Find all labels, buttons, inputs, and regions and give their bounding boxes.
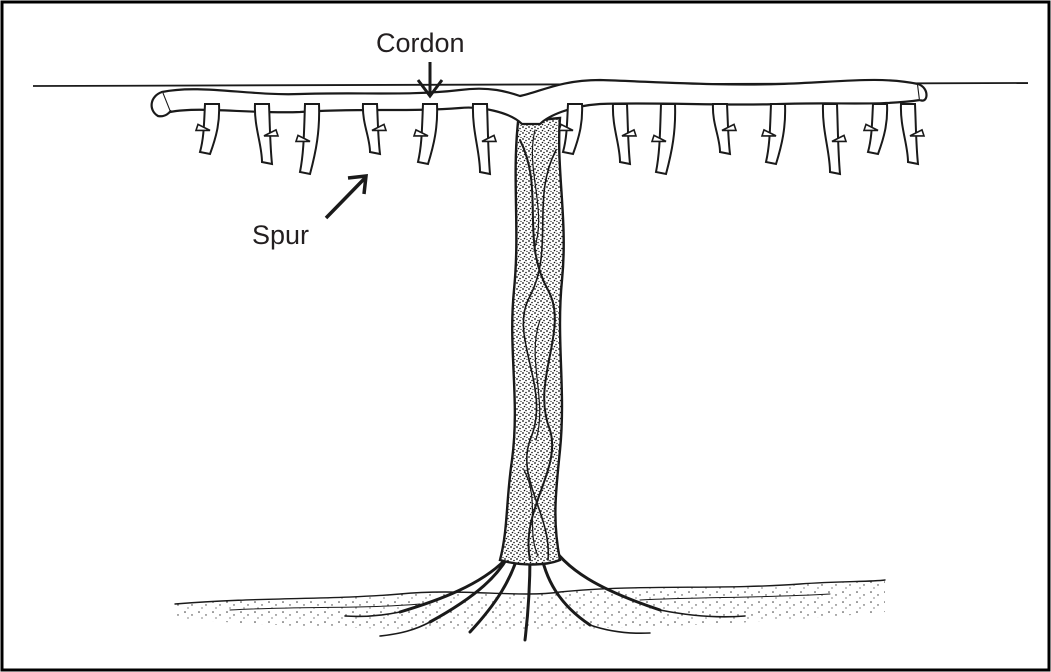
cordon-label: Cordon <box>376 28 465 58</box>
spur-label: Spur <box>252 220 309 250</box>
